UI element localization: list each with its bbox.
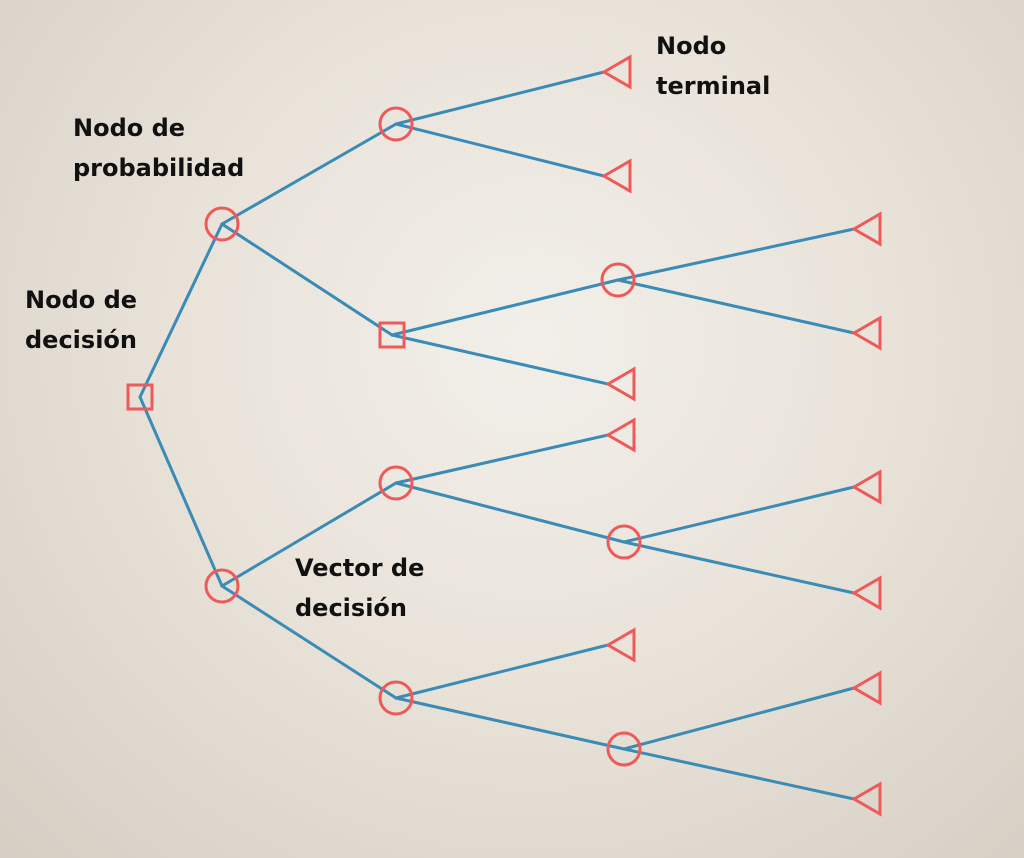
- chance-node-circle: [204, 206, 240, 242]
- chance-node-circle: [600, 262, 636, 298]
- decision-node-label-line-1: Nodo de: [25, 286, 138, 314]
- probability-node-label: Nodo de probabilidad: [73, 108, 244, 188]
- tree-edge: [220, 222, 394, 337]
- tree-edge: [220, 122, 398, 226]
- terminal-node-label-line-1: Nodo: [656, 32, 727, 60]
- terminal-node-triangle: [850, 315, 882, 351]
- chance-node-circle: [606, 524, 642, 560]
- tree-edge: [394, 481, 626, 544]
- decision-node-label-line-2: decisión: [25, 326, 137, 354]
- tree-edge: [390, 278, 620, 337]
- tree-edge: [394, 433, 610, 485]
- tree-edge: [616, 227, 856, 282]
- tree-edge: [622, 540, 856, 595]
- tree-edge: [622, 747, 856, 801]
- tree-edge: [394, 70, 606, 126]
- decision-vector-label: Vector de decisión: [295, 548, 424, 628]
- tree-edge: [394, 122, 606, 178]
- tree-edge: [220, 481, 398, 588]
- decision-node-square: [126, 383, 154, 411]
- tree-edge: [220, 584, 398, 700]
- terminal-node-triangle: [850, 211, 882, 247]
- terminal-node-triangle: [604, 627, 636, 663]
- terminal-node-label-line-2: terminal: [656, 72, 771, 100]
- tree-edge: [622, 485, 856, 544]
- terminal-node-triangle: [604, 366, 636, 402]
- probability-node-label-line-2: probabilidad: [73, 154, 245, 182]
- tree-nodes: [126, 54, 882, 817]
- decision-vector-label-line-2: decisión: [295, 594, 407, 622]
- terminal-node-triangle: [604, 417, 636, 453]
- chance-node-circle: [378, 680, 414, 716]
- chance-node-circle: [378, 465, 414, 501]
- tree-edge: [622, 686, 856, 751]
- terminal-node-triangle: [600, 54, 632, 90]
- tree-edge: [138, 395, 224, 588]
- tree-edge: [394, 643, 610, 700]
- terminal-node-label: Nodo terminal: [656, 26, 770, 106]
- terminal-node-triangle: [850, 781, 882, 817]
- terminal-node-triangle: [850, 469, 882, 505]
- tree-edge: [394, 696, 626, 751]
- terminal-node-triangle: [850, 670, 882, 706]
- chance-node-circle: [378, 106, 414, 142]
- terminal-node-triangle: [600, 158, 632, 194]
- terminal-node-triangle: [850, 575, 882, 611]
- tree-edges: [138, 70, 856, 801]
- tree-edge: [616, 278, 856, 335]
- chance-node-circle: [606, 731, 642, 767]
- decision-node-square: [378, 321, 406, 349]
- decision-vector-label-line-1: Vector de: [295, 554, 425, 582]
- probability-node-label-line-1: Nodo de: [73, 114, 186, 142]
- tree-edge: [390, 333, 610, 386]
- decision-node-label: Nodo de decisión: [25, 280, 137, 360]
- chance-node-circle: [204, 568, 240, 604]
- tree-edge: [138, 222, 224, 399]
